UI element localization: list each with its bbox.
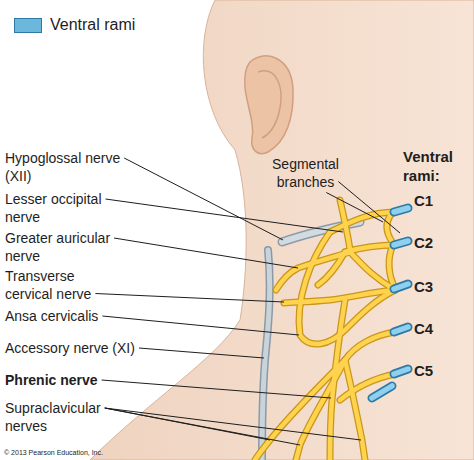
leader-line xyxy=(106,199,344,232)
leader-line xyxy=(124,158,283,240)
leader-lines xyxy=(95,158,400,445)
callout-label: Segmental branches xyxy=(258,156,353,191)
callout-label: Hypoglossal nerve (XII) xyxy=(5,150,123,185)
callout-number: C1 xyxy=(414,192,454,211)
leader-line xyxy=(102,380,331,398)
callout-number: C5 xyxy=(414,362,454,381)
leader-line xyxy=(95,294,284,303)
leader-line xyxy=(338,182,400,234)
callout-label: Ansa cervicalis xyxy=(5,308,155,326)
leader-line xyxy=(105,408,300,445)
ear-fold xyxy=(258,71,281,138)
leader-line xyxy=(102,316,299,335)
callout-label: Supraclavicular nerves xyxy=(5,400,123,435)
column-heading: Ventral rami: xyxy=(403,148,469,186)
leader-line xyxy=(326,193,383,223)
callout-label: Transverse cervical nerve xyxy=(5,268,123,303)
callout-label: Lesser occipital nerve xyxy=(5,191,123,226)
callout-number: C3 xyxy=(414,278,454,297)
legend-text: Ventral rami xyxy=(50,15,135,34)
callout-number: C2 xyxy=(414,234,454,253)
callout-label: Accessory nerve (XI) xyxy=(5,340,175,358)
callout-label: Phrenic nerve xyxy=(5,372,155,390)
head-neck-skin xyxy=(90,0,474,460)
callout-label: Greater auricular nerve xyxy=(5,230,127,265)
leader-line xyxy=(105,408,361,440)
leader-line xyxy=(139,348,264,358)
ventral-rami xyxy=(372,208,408,398)
copyright-note: © 2013 Pearson Education, Inc. xyxy=(4,449,204,458)
cervical-plexus-nerves xyxy=(255,200,395,460)
leader-line xyxy=(114,238,298,268)
callout-number: C4 xyxy=(414,320,454,339)
ear xyxy=(245,56,293,154)
legend-swatch xyxy=(14,18,42,33)
